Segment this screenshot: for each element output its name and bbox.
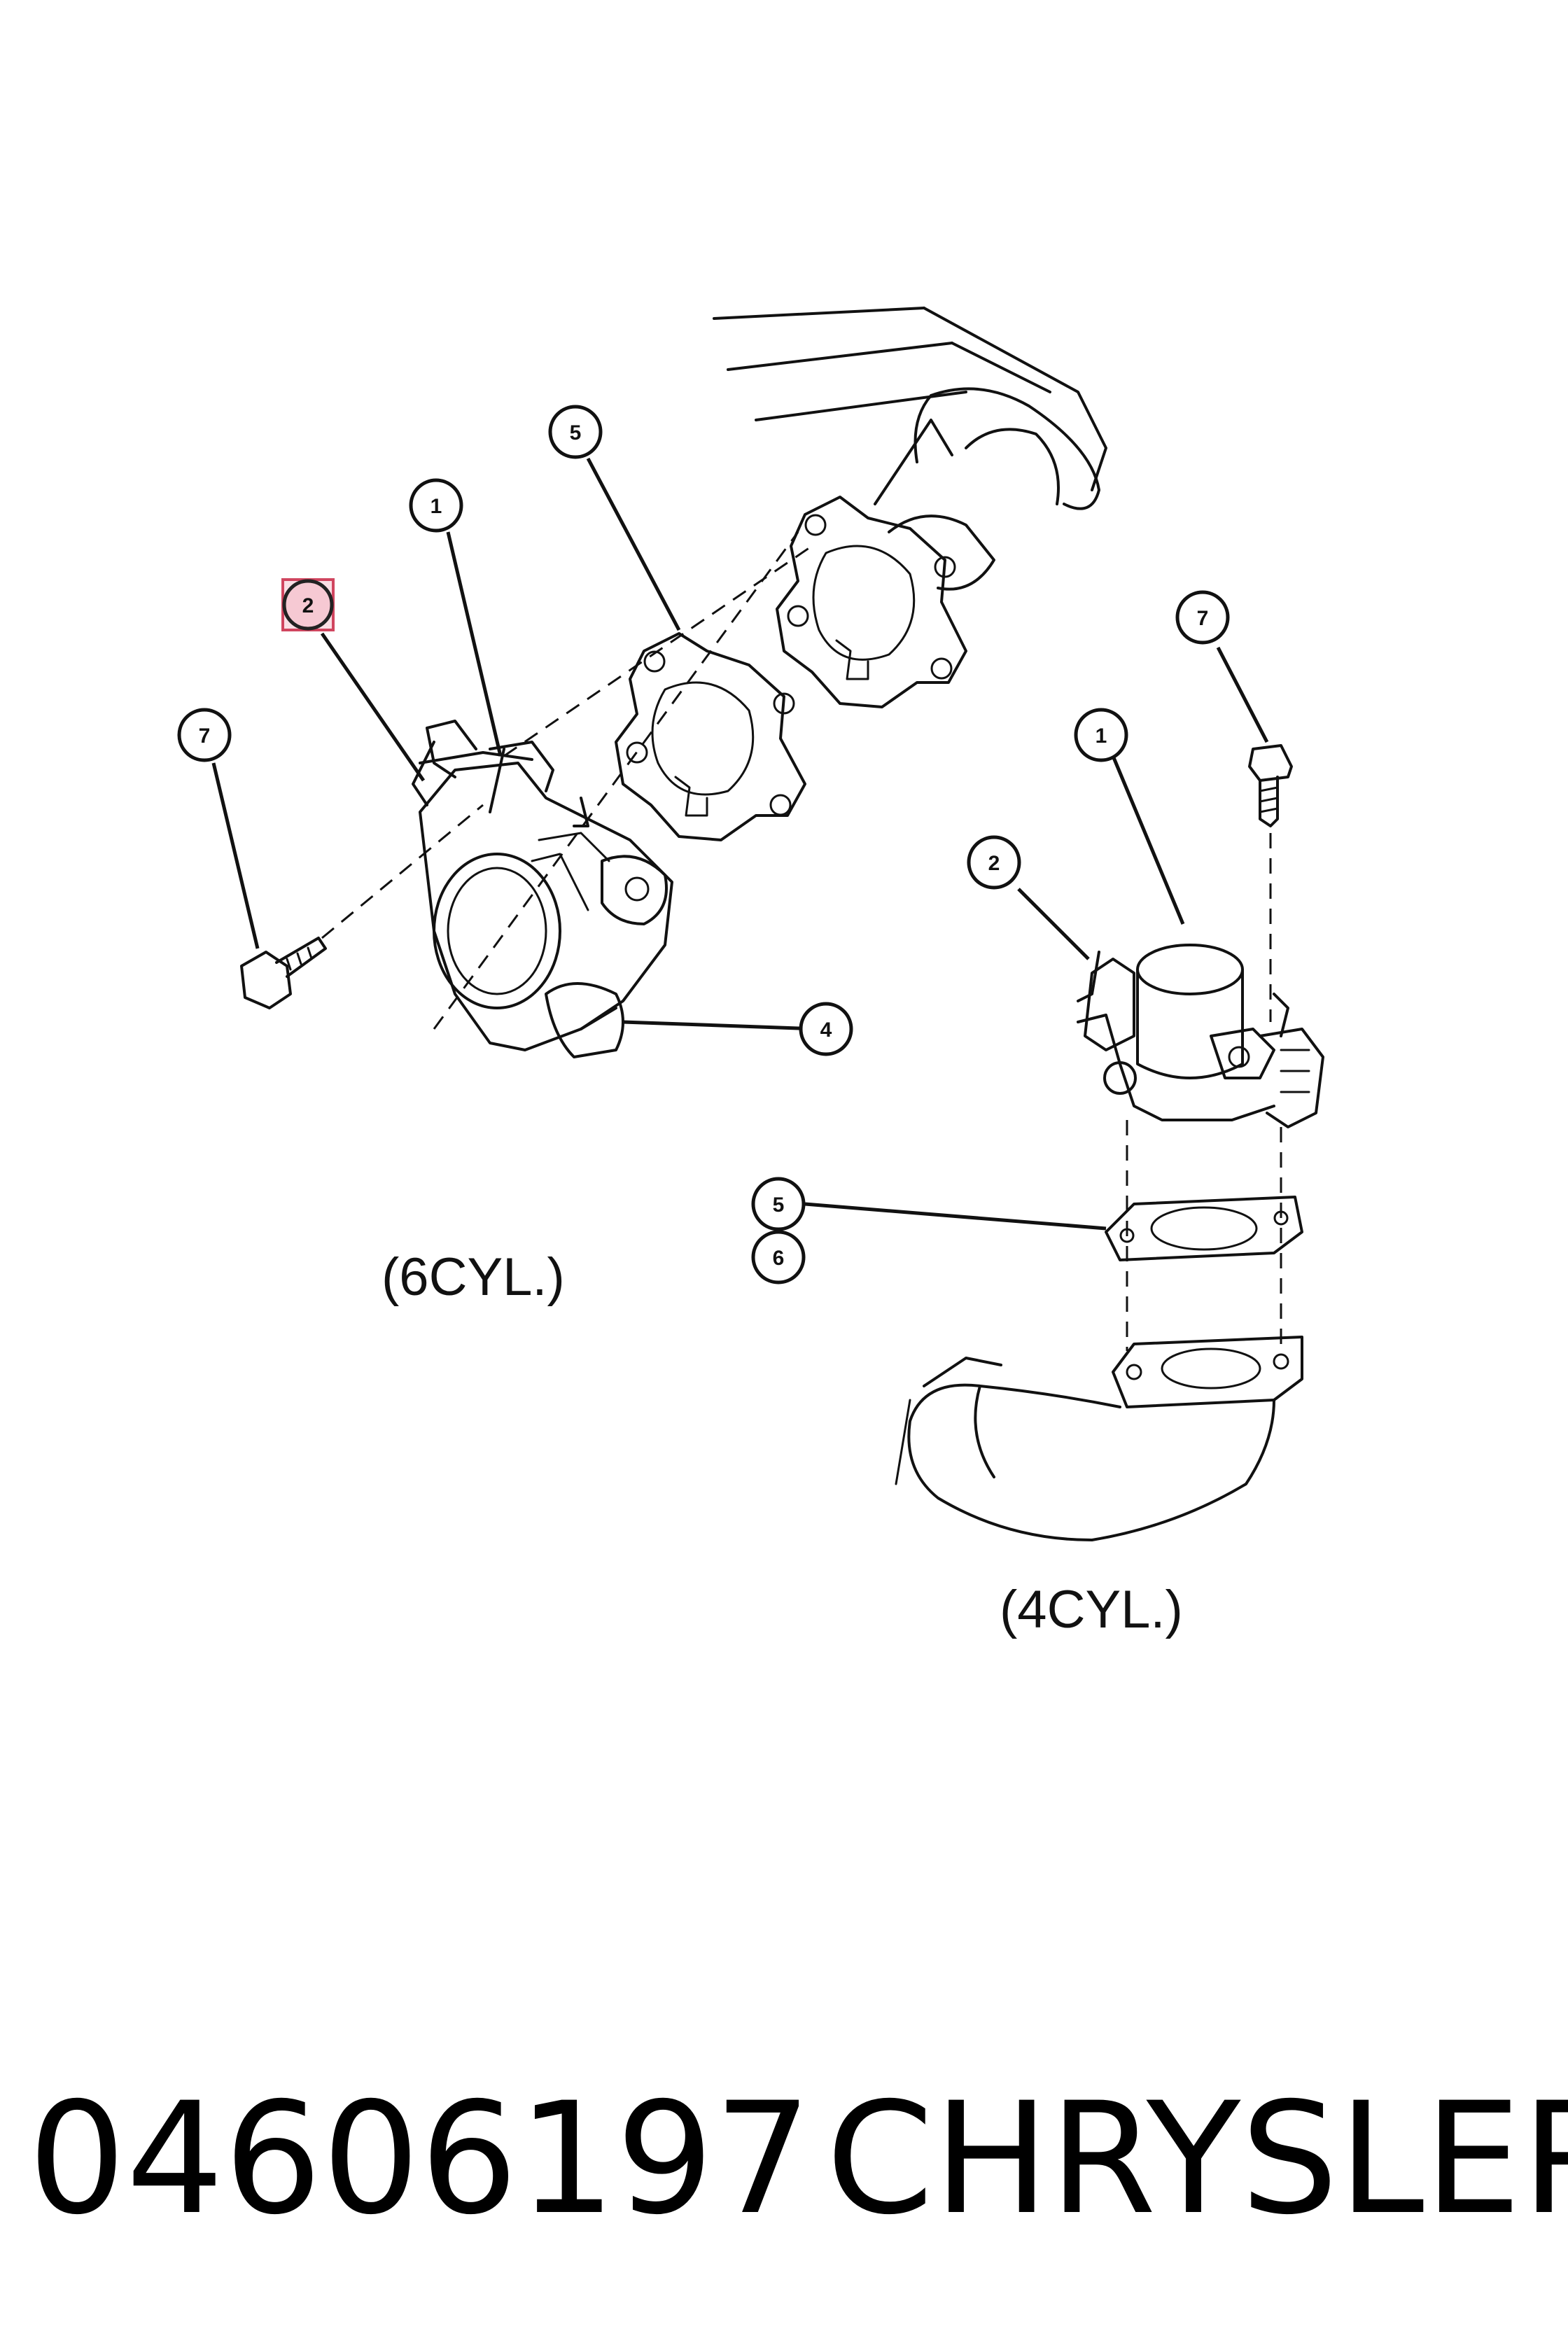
gasket-4cyl-drawing (1105, 1196, 1303, 1261)
leader-lines (211, 457, 1269, 1231)
callout-4-6cyl-label: 4 (820, 1018, 832, 1042)
brand-name: CHRYSLER (826, 2069, 1568, 2248)
callout-1-4cyl-label: 1 (1096, 724, 1107, 748)
callout-5-4cyl-label: 5 (773, 1194, 785, 1217)
callout-2-6cyl[interactable]: 2 (281, 578, 335, 631)
alignment-line-6cyl-long (433, 531, 799, 1030)
intake-manifold-drawing (713, 307, 1107, 591)
callout-1-6cyl-label: 1 (430, 495, 442, 518)
callout-1-4cyl[interactable]: 1 (1074, 708, 1128, 762)
throttle-body-6cyl-drawing (412, 720, 673, 1058)
callout-2-4cyl[interactable]: 2 (967, 835, 1021, 890)
label-6cyl: (6CYL.) (382, 1247, 565, 1307)
callout-5-6cyl-label: 5 (570, 421, 582, 444)
lower-gasket-drawing (615, 632, 806, 841)
callout-5-6cyl[interactable]: 5 (548, 405, 603, 459)
callout-6-4cyl-label: 6 (773, 1247, 785, 1270)
callout-1-6cyl[interactable]: 1 (409, 478, 463, 533)
upper-gasket-drawing (776, 496, 967, 708)
callout-2-4cyl-label: 2 (988, 852, 1000, 875)
callout-7-4cyl-label: 7 (1197, 607, 1209, 630)
part-number: 04606197 (28, 2069, 812, 2248)
alignment-line-6cyl (321, 804, 484, 939)
throttle-body-4cyl-drawing (1077, 944, 1324, 1128)
elbow-adapter-4cyl-drawing (895, 1336, 1303, 1541)
callout-7-6cyl-label: 7 (199, 724, 211, 748)
callout-5-4cyl[interactable]: 5 (751, 1177, 806, 1231)
callout-7-6cyl[interactable]: 7 (177, 708, 232, 762)
bolt-4cyl-drawing (1248, 744, 1293, 827)
bolt-6cyl-drawing (240, 937, 327, 1009)
callout-7-4cyl[interactable]: 7 (1175, 590, 1230, 645)
callout-4-6cyl[interactable]: 4 (799, 1002, 853, 1056)
callout-2-6cyl-label: 2 (302, 594, 314, 617)
callout-6-4cyl[interactable]: 6 (751, 1230, 806, 1284)
label-4cyl: (4CYL.) (1000, 1580, 1183, 1639)
alignment-line-6cyl-top (503, 545, 813, 757)
